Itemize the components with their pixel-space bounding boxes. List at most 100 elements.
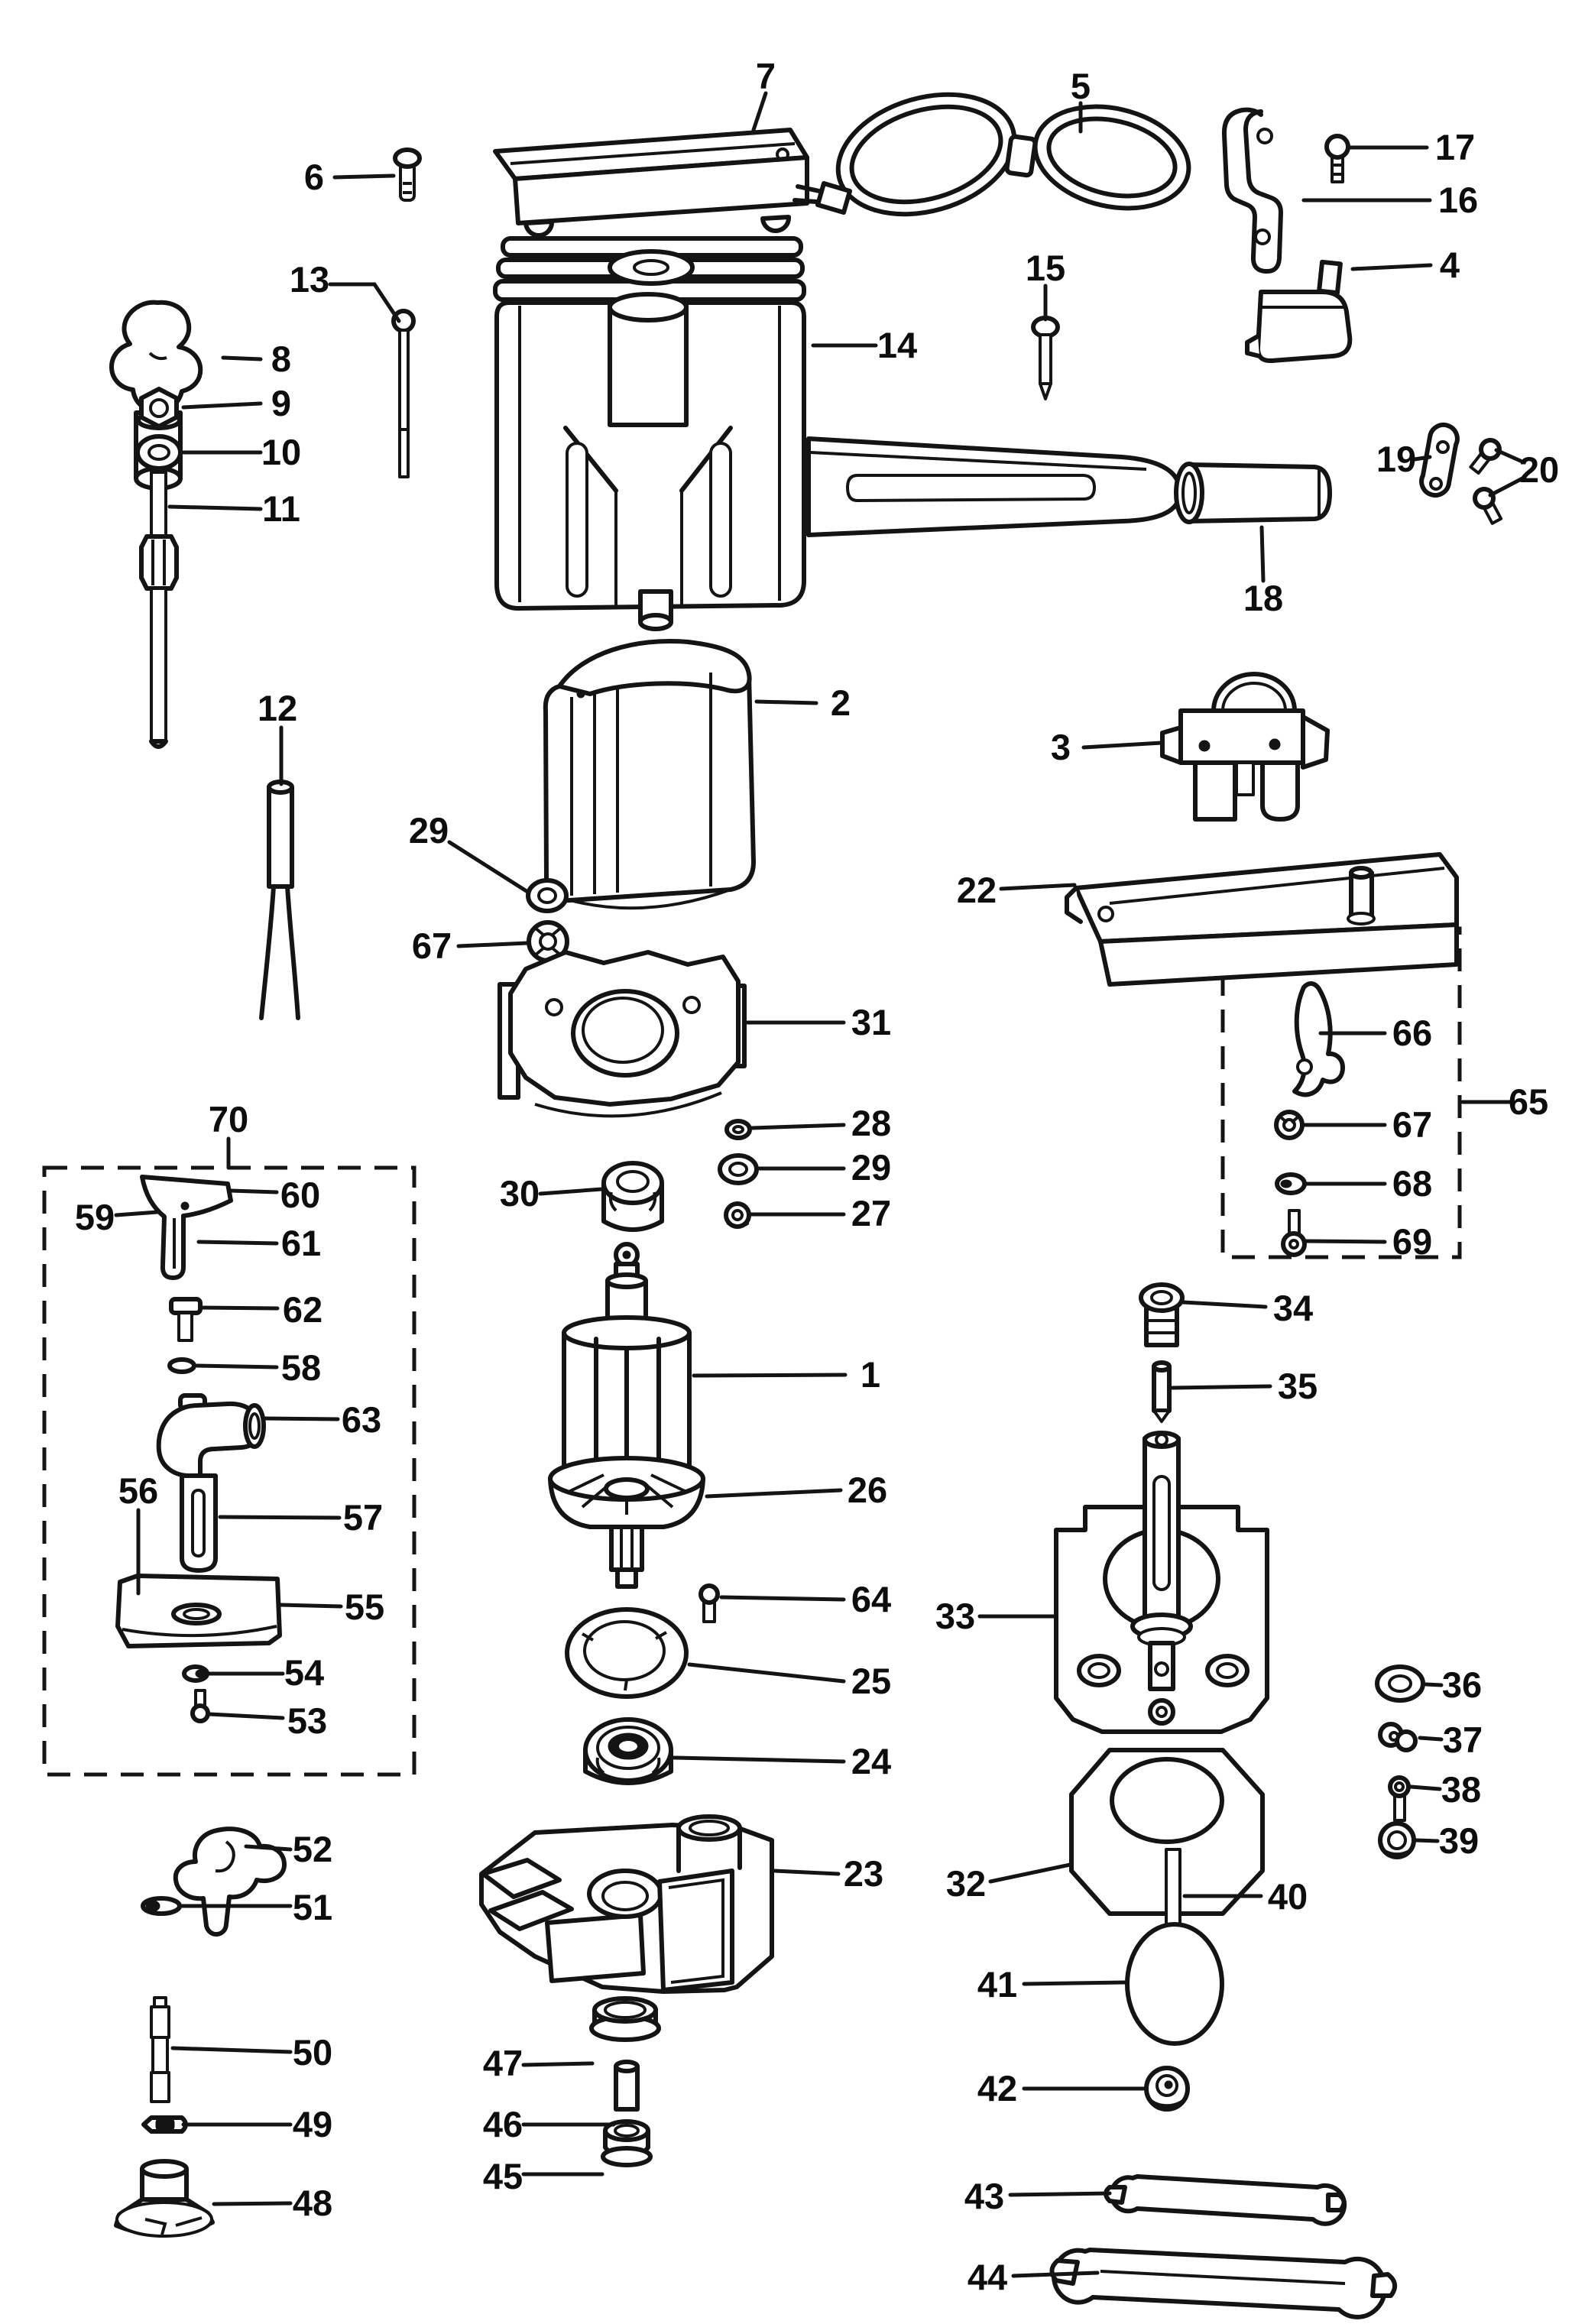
o-ring-part-51 [141,1896,182,1916]
leader-line-22 [999,883,1077,891]
part-number-57: 57 [343,1497,383,1538]
part-number-9: 9 [271,383,291,423]
screws-part-20 [1469,438,1503,525]
part-number-13: 13 [290,259,329,300]
leader-line-63 [261,1416,340,1421]
callout-42: 42 [977,2068,1146,2108]
callout-9: 9 [181,383,291,423]
part-number-16: 16 [1438,180,1478,220]
callout-62: 62 [198,1289,323,1330]
part-number-44: 44 [968,2257,1007,2297]
callout-8: 8 [221,339,291,379]
nut-part-67b [1274,1110,1305,1140]
part-number-68: 68 [1392,1163,1432,1204]
callout-55: 55 [278,1587,384,1627]
part-number-19: 19 [1376,439,1416,479]
part-number-67: 67 [412,925,452,966]
wing-knob-part-52 [173,1826,287,1937]
part-number-8: 8 [271,339,291,379]
screw-part-53 [190,1689,210,1723]
part-number-61: 61 [281,1223,321,1263]
screw-part-17 [1324,134,1350,183]
callout-29: 29 [756,1147,891,1188]
leader-line-19 [1412,455,1432,462]
leader-line-34 [1181,1300,1268,1309]
callout-27: 27 [748,1193,891,1233]
leader-line-32 [988,1862,1072,1884]
part-number-2: 2 [831,682,851,723]
part-number-6: 6 [304,157,324,197]
callout-3: 3 [1051,727,1164,767]
callout-10: 10 [181,432,301,472]
callout-58: 58 [195,1347,321,1388]
callout-1: 1 [692,1354,880,1395]
flange-nut-part-39 [1378,1821,1416,1859]
callout-45: 45 [483,2156,604,2196]
leader-line-35 [1170,1384,1272,1390]
leader-line-2 [754,699,818,705]
screw-part-6 [393,147,422,202]
part-number-47: 47 [483,2043,523,2083]
leader-line-53 [207,1712,285,1720]
part-number-29: 29 [409,810,449,851]
gasket-ring-part-25 [565,1607,689,1699]
callout-35: 35 [1170,1366,1318,1406]
callout-13: 13 [290,259,401,323]
part-number-36: 36 [1442,1664,1482,1705]
open-end-wrench-part-43 [1104,2174,1347,2226]
washer-part-29a [526,878,569,913]
callout-61: 61 [196,1223,321,1263]
part-number-11: 11 [262,488,300,529]
part-number-65: 65 [1509,1081,1548,1122]
callout-15: 15 [1026,248,1065,322]
callout-7: 7 [751,56,776,132]
leader-line-50 [170,2046,293,2054]
part-number-38: 38 [1441,1769,1481,1810]
leader-line-39 [1414,1838,1440,1843]
callout-46: 46 [483,2104,616,2144]
callout-43: 43 [964,2176,1112,2216]
base-casting-part-23 [479,1814,774,1994]
part-number-50: 50 [293,2032,332,2073]
hex-nut-part-9 [136,387,182,430]
callout-31: 31 [745,1002,891,1042]
flange-nut-part-67a [527,920,569,963]
part-number-26: 26 [848,1470,887,1510]
callout-52: 52 [244,1829,332,1869]
callout-4: 4 [1350,245,1460,285]
callout-56: 56 [118,1470,158,1596]
dust-cover-tray-part-7 [493,128,809,238]
callout-40: 40 [1182,1876,1308,1917]
part-number-3: 3 [1051,727,1071,767]
part-number-58: 58 [281,1347,321,1388]
callout-64: 64 [719,1579,891,1619]
callout-38: 38 [1408,1769,1481,1810]
callout-66: 66 [1318,1013,1432,1053]
leader-line-59 [114,1210,160,1217]
base-shoe-part-22 [1065,852,1459,987]
part-number-56: 56 [118,1470,158,1511]
callout-54: 54 [207,1652,324,1693]
screw-part-62 [169,1297,203,1342]
part-number-42: 42 [977,2068,1017,2108]
ball-knob-part-41 [1125,1922,1224,2046]
motor-mount-bracket-part-33 [1054,1431,1269,1734]
part-number-1: 1 [861,1354,880,1395]
pin-part-35 [1152,1360,1172,1423]
callout-49: 49 [181,2104,332,2144]
part-number-20: 20 [1519,449,1559,490]
leader-line-6 [332,173,396,180]
part-number-69: 69 [1392,1221,1432,1262]
washer-part-28 [724,1119,752,1140]
threaded-stud-part-50 [150,1996,170,2103]
part-number-63: 63 [342,1399,381,1440]
leader-line-13 [328,282,401,323]
part-number-70: 70 [209,1099,248,1139]
leader-line-43 [1008,2191,1112,2197]
callout-16: 16 [1301,180,1478,220]
leader-line-57 [218,1515,342,1520]
leader-line-52 [244,1844,293,1852]
callout-2: 2 [754,682,851,723]
callout-19: 19 [1376,439,1432,479]
